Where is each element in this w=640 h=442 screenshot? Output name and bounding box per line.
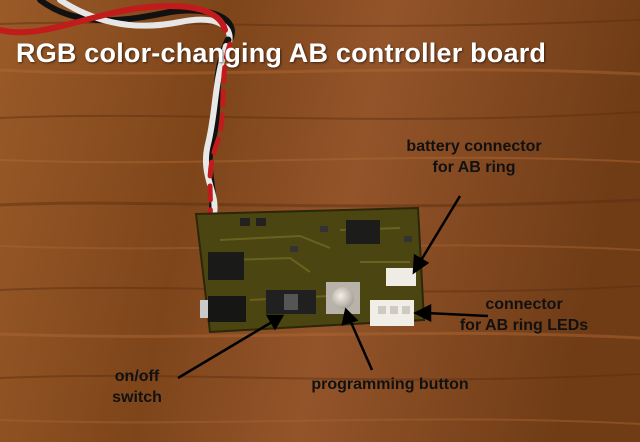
battery-connector-label: battery connector for AB ring <box>384 136 564 178</box>
onoff-switch-label: on/off switch <box>96 366 178 408</box>
arrow-leds <box>425 311 489 318</box>
ic-chip-top <box>346 220 380 244</box>
pcb <box>194 206 426 334</box>
programming-button-cap <box>332 287 354 309</box>
led-label-line1: connector <box>485 296 563 313</box>
led-connector-label: connector for AB ring LEDs <box>424 294 624 336</box>
cable <box>0 0 235 219</box>
battery-label-line2: for AB ring <box>432 159 516 176</box>
arrow-onoff <box>177 320 273 380</box>
onoff-label-line1: on/off <box>114 368 160 385</box>
battery-label-line1: battery connector <box>406 138 542 155</box>
onoff-label-line2: switch <box>112 389 162 406</box>
annotation-arrows <box>177 195 489 380</box>
programming-label-line1: programming button <box>311 376 469 393</box>
mosfet <box>208 296 246 322</box>
image-title: RGB color-changing AB controller board <box>16 38 547 68</box>
battery-connector <box>386 268 416 286</box>
arrow-programming <box>348 319 374 371</box>
led-label-line2: for AB ring LEDs <box>459 317 589 334</box>
arrow-battery <box>418 195 462 263</box>
ic-chip-left <box>208 252 244 280</box>
programming-button-label: programming button <box>280 374 500 395</box>
